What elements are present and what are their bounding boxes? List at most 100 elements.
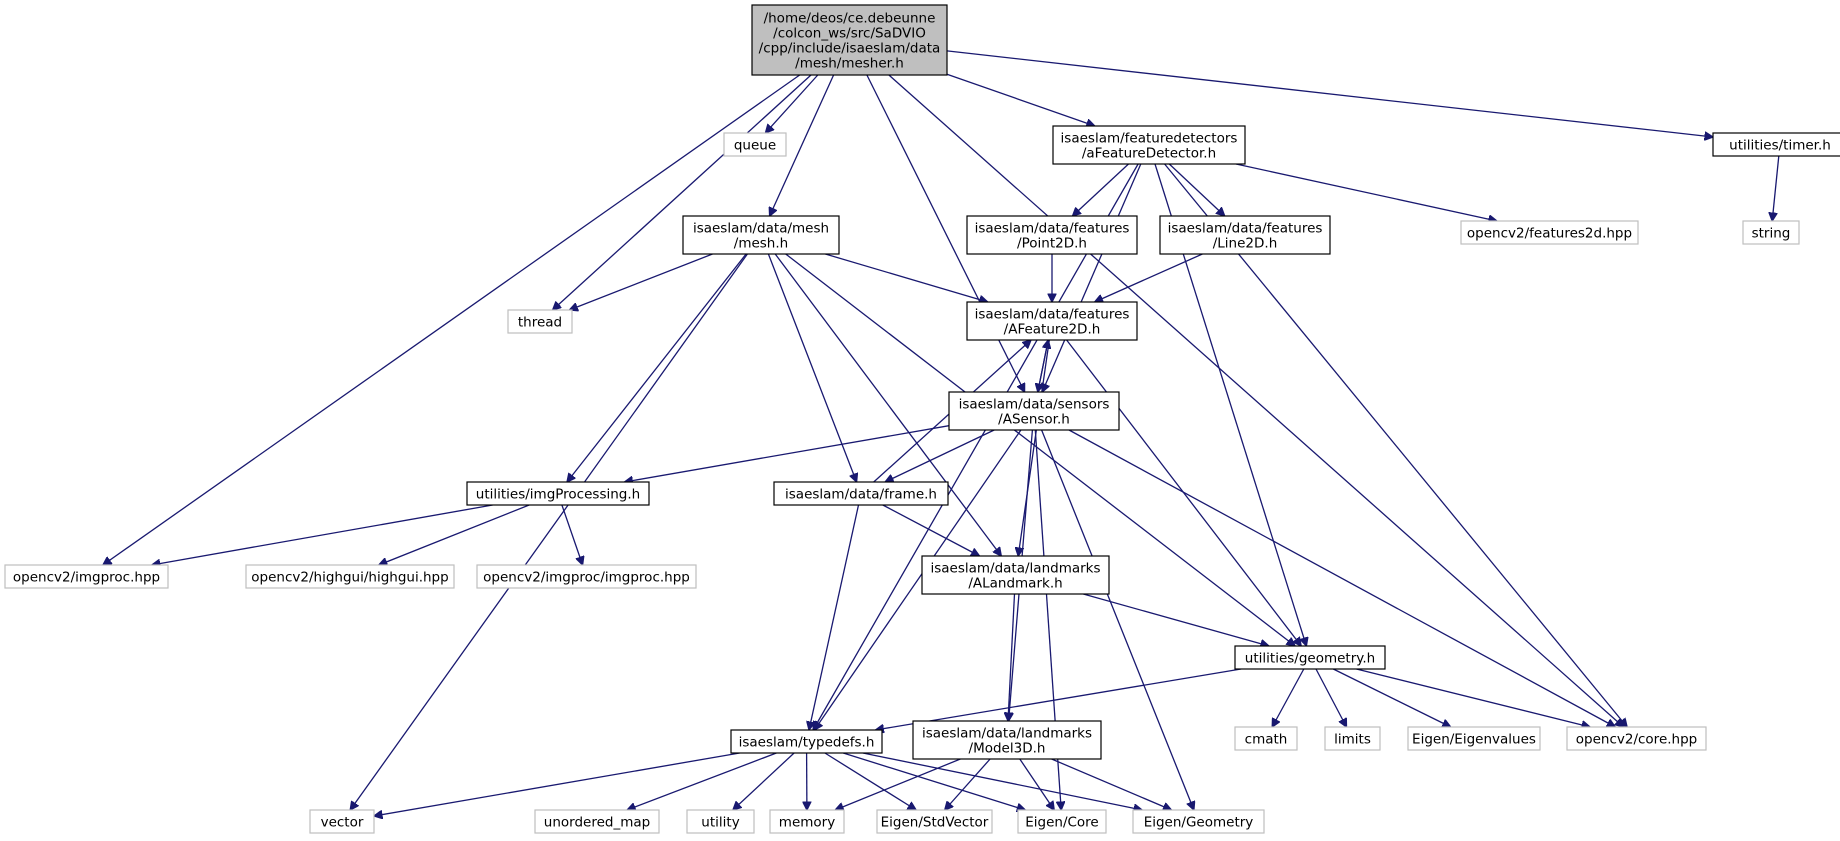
node-label-mesh-0: isaeslam/data/mesh [693,221,829,237]
node-imgproc[interactable]: opencv2/imgproc.hpp [4,564,169,589]
node-box-unordered_map[interactable] [534,809,660,834]
node-limits[interactable]: limits [1324,726,1381,751]
node-box-stdvector[interactable] [876,809,993,834]
edge-typedefs-to-unordered_map [627,752,777,810]
node-box-queue[interactable] [723,132,787,157]
edge-frame-to-typedefs [809,504,860,730]
edge-asensor-to-eigengeometry [1040,429,1194,810]
node-geometry[interactable]: utilities/geometry.h [1234,645,1386,670]
node-imgproc2[interactable]: opencv2/imgproc/imgproc.hpp [476,564,697,589]
node-features2d[interactable]: opencv2/features2d.hpp [1460,220,1639,245]
edge-model3d-to-memory [835,758,961,810]
node-typedefs[interactable]: isaeslam/typedefs.h [730,729,883,754]
node-label-utility-0: utility [701,815,739,831]
node-box-string[interactable] [1742,220,1800,245]
node-cmath[interactable]: cmath [1234,726,1298,751]
node-box-imgprocessing[interactable] [466,481,650,506]
node-line2d[interactable]: isaeslam/data/features/Line2D.h [1159,215,1331,255]
node-label-asensor-1: /ASensor.h [998,412,1070,428]
node-box-features2d[interactable] [1460,220,1639,245]
node-box-asensor[interactable] [948,391,1120,431]
node-label-limits-0: limits [1334,732,1371,748]
node-queue[interactable]: queue [723,132,787,157]
node-box-cmath[interactable] [1234,726,1298,751]
node-label-queue-0: queue [734,138,776,154]
node-box-eigenvalues[interactable] [1407,726,1541,751]
node-memory[interactable]: memory [769,809,845,834]
node-label-timer-0: utilities/timer.h [1729,138,1831,154]
node-label-aFeatureDetector-1: /aFeatureDetector.h [1082,146,1216,162]
node-unordered_map[interactable]: unordered_map [534,809,660,834]
node-box-timer[interactable] [1712,132,1840,157]
node-box-highgui[interactable] [245,564,455,589]
node-box-imgproc2[interactable] [476,564,697,589]
node-thread[interactable]: thread [507,309,573,334]
edge-geometry-to-eigenvalues [1333,668,1450,727]
edge-typedefs-to-vector [374,752,740,816]
node-label-frame-0: isaeslam/data/frame.h [785,487,937,503]
node-eigencore[interactable]: Eigen/Core [1017,809,1107,834]
node-box-alandmark[interactable] [921,555,1110,595]
node-label-mesher-1: /colcon_ws/src/SaDVIO [773,26,926,42]
node-box-mesh[interactable] [682,215,840,255]
node-mesher[interactable]: /home/deos/ce.debeunne/colcon_ws/src/SaD… [751,4,948,76]
edge-aFeatureDetector-to-line2d [1168,163,1224,216]
node-mesh[interactable]: isaeslam/data/mesh/mesh.h [682,215,840,255]
node-box-point2d[interactable] [966,215,1138,255]
node-box-geometry[interactable] [1234,645,1386,670]
node-alandmark[interactable]: isaeslam/data/landmarks/ALandmark.h [921,555,1110,595]
edge-asensor-to-afeature2d [1037,340,1048,393]
edge-mesher-to-mesh [770,74,835,216]
node-label-unordered_map-0: unordered_map [544,815,650,831]
node-vector[interactable]: vector [309,809,375,834]
node-box-frame[interactable] [773,481,949,506]
node-frame[interactable]: isaeslam/data/frame.h [773,481,949,506]
edge-mesher-to-thread [553,74,812,310]
node-box-memory[interactable] [769,809,845,834]
node-box-eigengeometry[interactable] [1132,809,1265,834]
node-box-imgproc[interactable] [4,564,169,589]
edge-alandmark-to-geometry [1083,593,1269,646]
node-label-afeature2d-0: isaeslam/data/features [975,307,1130,323]
node-afeature2d[interactable]: isaeslam/data/features/AFeature2D.h [966,301,1138,341]
node-box-core[interactable] [1566,726,1707,751]
node-highgui[interactable]: opencv2/highgui/highgui.hpp [245,564,455,589]
node-box-limits[interactable] [1324,726,1381,751]
edge-geometry-to-cmath [1272,668,1305,727]
node-box-model3d[interactable] [912,720,1102,760]
edge-imgprocessing-to-highgui [379,504,530,565]
node-label-alandmark-0: isaeslam/data/landmarks [930,561,1100,577]
node-box-aFeatureDetector[interactable] [1052,125,1246,165]
edge-typedefs-to-eigencore [843,752,1025,810]
node-point2d[interactable]: isaeslam/data/features/Point2D.h [966,215,1138,255]
node-box-typedefs[interactable] [730,729,883,754]
node-aFeatureDetector[interactable]: isaeslam/featuredetectors/aFeatureDetect… [1052,125,1246,165]
node-box-thread[interactable] [507,309,573,334]
node-string[interactable]: string [1742,220,1800,245]
node-asensor[interactable]: isaeslam/data/sensors/ASensor.h [948,391,1120,431]
node-label-imgproc-0: opencv2/imgproc.hpp [13,570,160,586]
node-box-mesher[interactable] [751,4,948,76]
node-timer[interactable]: utilities/timer.h [1712,132,1840,157]
node-label-thread-0: thread [518,315,562,331]
edge-mesher-to-aFeatureDetector [946,73,1095,126]
node-stdvector[interactable]: Eigen/StdVector [876,809,993,834]
node-box-utility[interactable] [686,809,755,834]
node-utility[interactable]: utility [686,809,755,834]
node-label-point2d-0: isaeslam/data/features [975,221,1130,237]
node-label-mesher-3: /mesh/mesher.h [795,56,904,72]
node-eigengeometry[interactable]: Eigen/Geometry [1132,809,1265,834]
node-core[interactable]: opencv2/core.hpp [1566,726,1707,751]
node-box-line2d[interactable] [1159,215,1331,255]
node-model3d[interactable]: isaeslam/data/landmarks/Model3D.h [912,720,1102,760]
node-imgprocessing[interactable]: utilities/imgProcessing.h [466,481,650,506]
node-box-eigencore[interactable] [1017,809,1107,834]
node-box-vector[interactable] [309,809,375,834]
edge-mesh-to-imgprocessing [567,253,747,482]
node-box-afeature2d[interactable] [966,301,1138,341]
node-label-vector-0: vector [321,815,364,831]
edge-typedefs-to-eigengeometry [862,752,1142,810]
edge-alandmark-to-model3d [1008,593,1016,721]
node-eigenvalues[interactable]: Eigen/Eigenvalues [1407,726,1541,751]
node-label-point2d-1: /Point2D.h [1017,236,1087,252]
